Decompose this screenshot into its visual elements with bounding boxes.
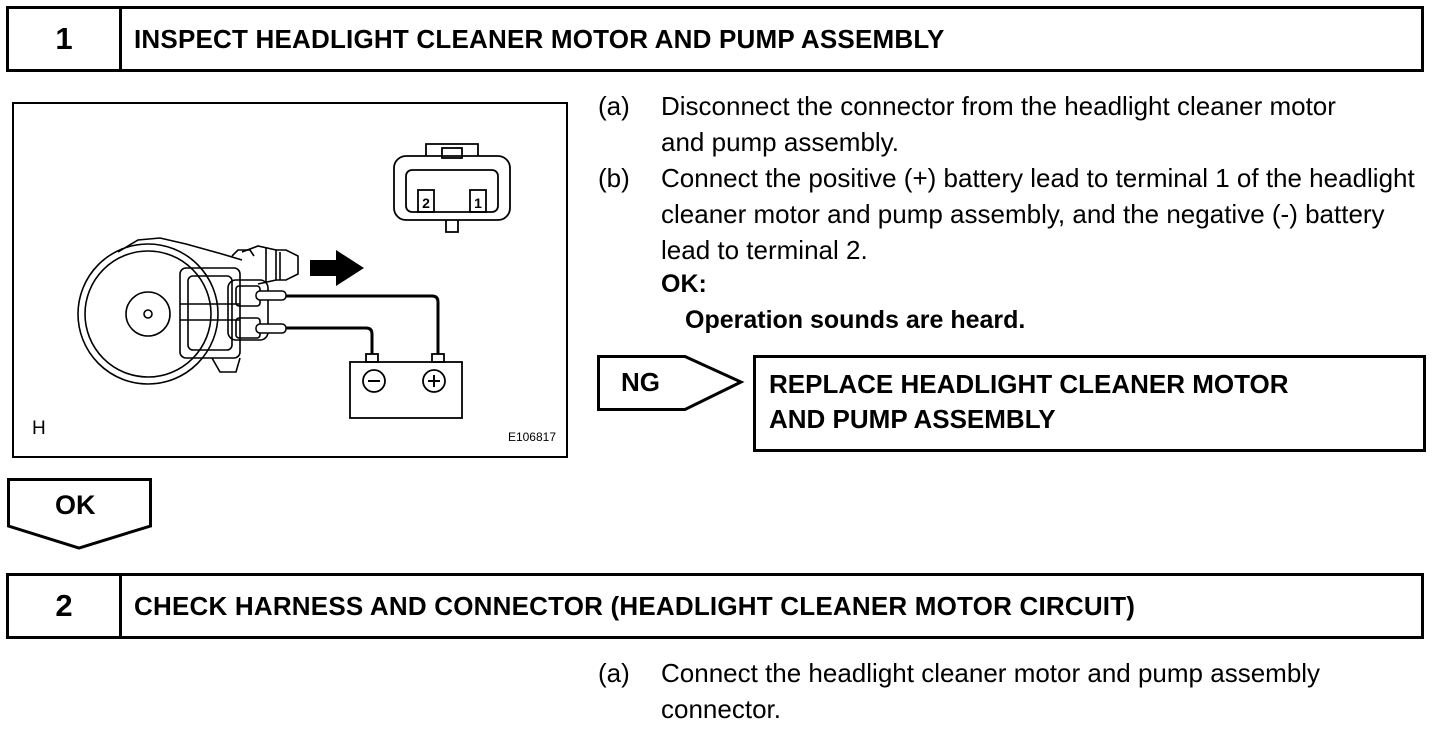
motor-pump-assembly-drawing: 2 1 [77, 143, 511, 419]
instruction-label: (a) [598, 91, 630, 121]
ng-flow-arrow: NG [597, 355, 745, 411]
ok-criteria-label: OK: [661, 270, 707, 298]
terminal-1-label: 1 [474, 195, 482, 211]
instruction-text: Connect the positive (+) battery lead to… [661, 163, 1415, 265]
step-2-header: 2 CHECK HARNESS AND CONNECTOR (HEADLIGHT… [6, 573, 1424, 639]
wiring-figure: 2 1 H E106817 [12, 102, 568, 458]
step-2-title: CHECK HARNESS AND CONNECTOR (HEADLIGHT C… [134, 590, 1136, 621]
instruction-a: (a) Disconnect the connector from the he… [598, 88, 1428, 160]
instruction-b: (b) Connect the positive (+) battery lea… [598, 160, 1428, 268]
ok-criteria-text: Operation sounds are heard. [685, 306, 1026, 334]
figure-code: E106817 [507, 430, 556, 444]
step-2-instruction-a: (a) Connect the headlight cleaner motor … [598, 655, 1428, 727]
step-1-header: 1 INSPECT HEADLIGHT CLEANER MOTOR AND PU… [6, 6, 1424, 72]
ng-arrow-icon [597, 355, 745, 411]
battery-drawing [349, 353, 463, 419]
ng-action-line-2: AND PUMP ASSEMBLY [769, 404, 1056, 434]
figure-corner-label: H [32, 418, 46, 439]
instruction-label: (a) [598, 658, 630, 688]
instruction-text: Disconnect the connector from the headli… [661, 91, 1336, 157]
ng-label: NG [621, 367, 660, 397]
ok-arrow-down-icon [7, 478, 152, 550]
ok-flow-arrow: OK [7, 478, 152, 550]
instruction-label: (b) [598, 163, 630, 193]
step-2-number: 2 [9, 576, 122, 636]
step-1-title: INSPECT HEADLIGHT CLEANER MOTOR AND PUMP… [134, 23, 945, 54]
ng-action-box: REPLACE HEADLIGHT CLEANER MOTOR AND PUMP… [753, 355, 1426, 452]
terminal-2-label: 2 [422, 195, 430, 211]
connector-face-drawing [393, 143, 511, 233]
motor-body [77, 237, 299, 385]
step-1-number: 1 [9, 9, 122, 69]
ok-flow-label: OK [55, 490, 96, 520]
instruction-text: Connect the headlight cleaner motor and … [661, 658, 1321, 724]
ng-action-line-1: REPLACE HEADLIGHT CLEANER MOTOR [769, 369, 1289, 399]
arrow-right-icon [310, 250, 364, 286]
